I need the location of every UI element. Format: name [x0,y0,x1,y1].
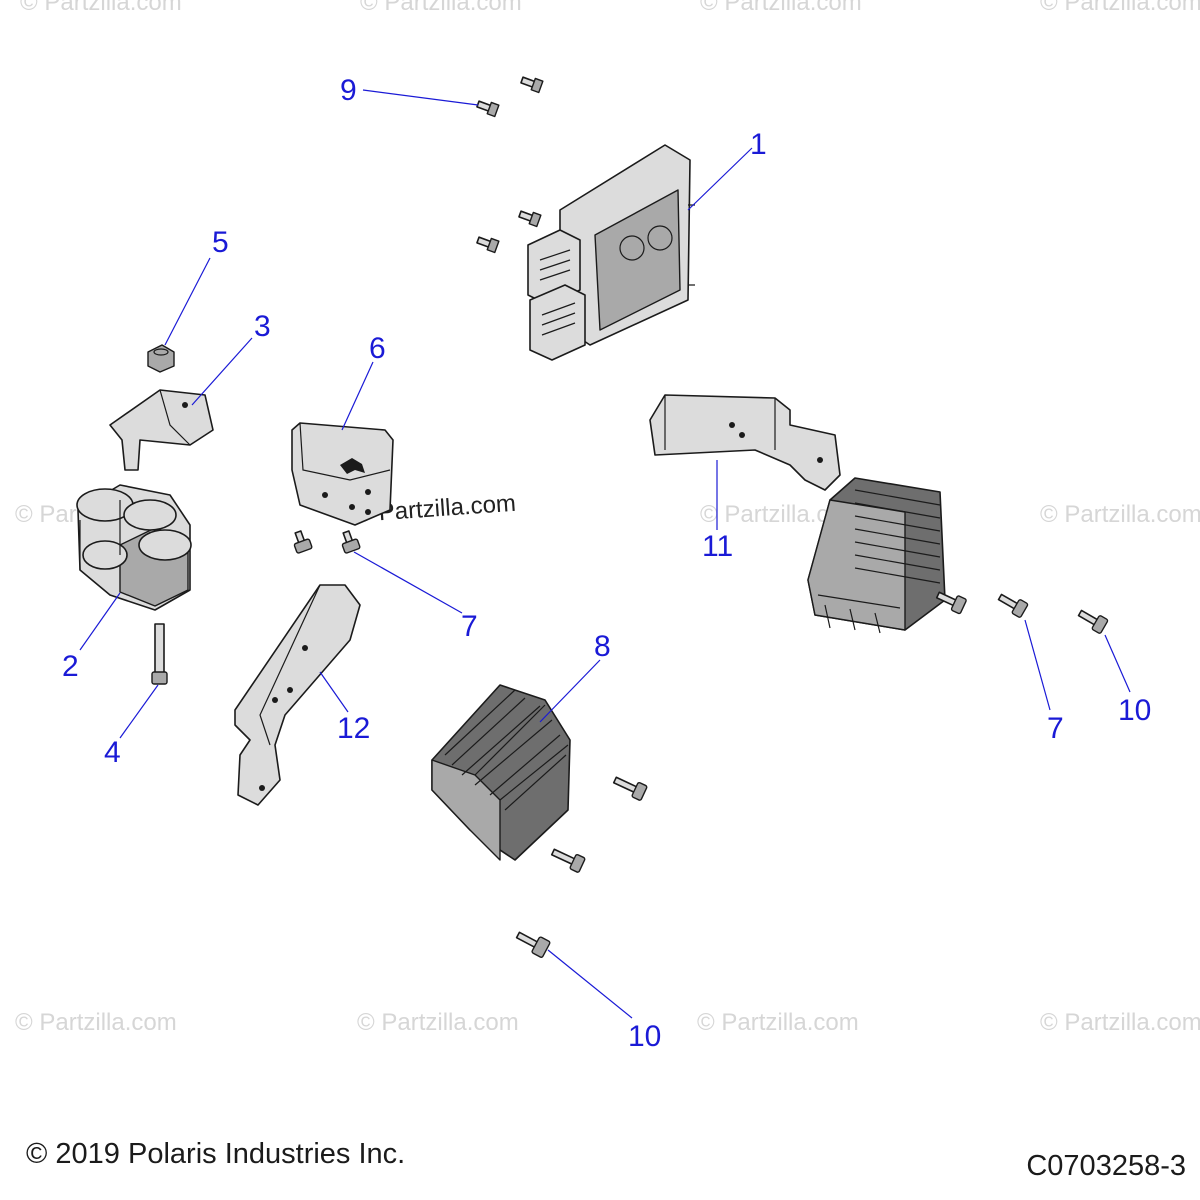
callout-3: 3 [254,310,271,343]
part-bracket-bolts [293,530,361,554]
drawing-number: C0703258-3 [1026,1150,1186,1182]
leader-lines [79,89,1131,1019]
callout-5: 5 [212,226,229,259]
watermark: © Partzilla.com [360,0,522,16]
watermark: © Partzilla.com [697,1009,859,1036]
watermark: © Partzilla.com [15,1009,177,1036]
part-coil-bolt [151,623,168,685]
part-regulator-bolts-upper [935,591,1109,634]
part-ecu-bolts [476,76,544,254]
watermark: © Partzilla.com [1040,501,1200,528]
callout-9: 9 [340,74,357,107]
callout-10: 10 [628,1020,661,1053]
part-ecu-bracket [291,422,394,526]
callout-2: 2 [62,650,79,683]
part-regulator-bracket-lower [234,584,361,806]
part-voltage-regulator-lower [431,684,571,861]
copyright-text: © 2019 Polaris Industries Inc. [26,1138,406,1170]
callout-6: 6 [369,332,386,365]
watermark: © Partzilla.com [700,0,862,16]
callout-1: 1 [750,128,767,161]
callout-11: 11 [702,530,733,563]
callout-10: 10 [1118,694,1151,727]
callout-4: 4 [104,736,121,769]
callout-7: 7 [461,610,478,643]
part-regulator-bolts-lower [515,776,648,958]
callout-12: 12 [337,712,370,745]
watermark: © Partzilla.com [1040,1009,1200,1036]
callout-labels: 1 2 3 4 5 6 7 7 8 9 10 10 11 12 [62,74,1151,1053]
part-ecu-module [527,144,695,361]
part-nut [147,344,175,373]
callout-7: 7 [1047,712,1064,745]
part-coil-bracket [109,389,214,471]
watermark: © Partzilla.com [20,0,182,16]
part-voltage-regulator-upper [807,477,946,634]
watermarks: © Partzilla.com © Partzilla.com © Partzi… [15,0,1200,1036]
watermark: © Partzilla.com [1040,0,1200,16]
watermark: © Partzilla.com [357,1009,519,1036]
callout-8: 8 [594,630,611,663]
part-ignition-coil [76,484,192,611]
part-regulator-bracket-upper [649,394,841,491]
